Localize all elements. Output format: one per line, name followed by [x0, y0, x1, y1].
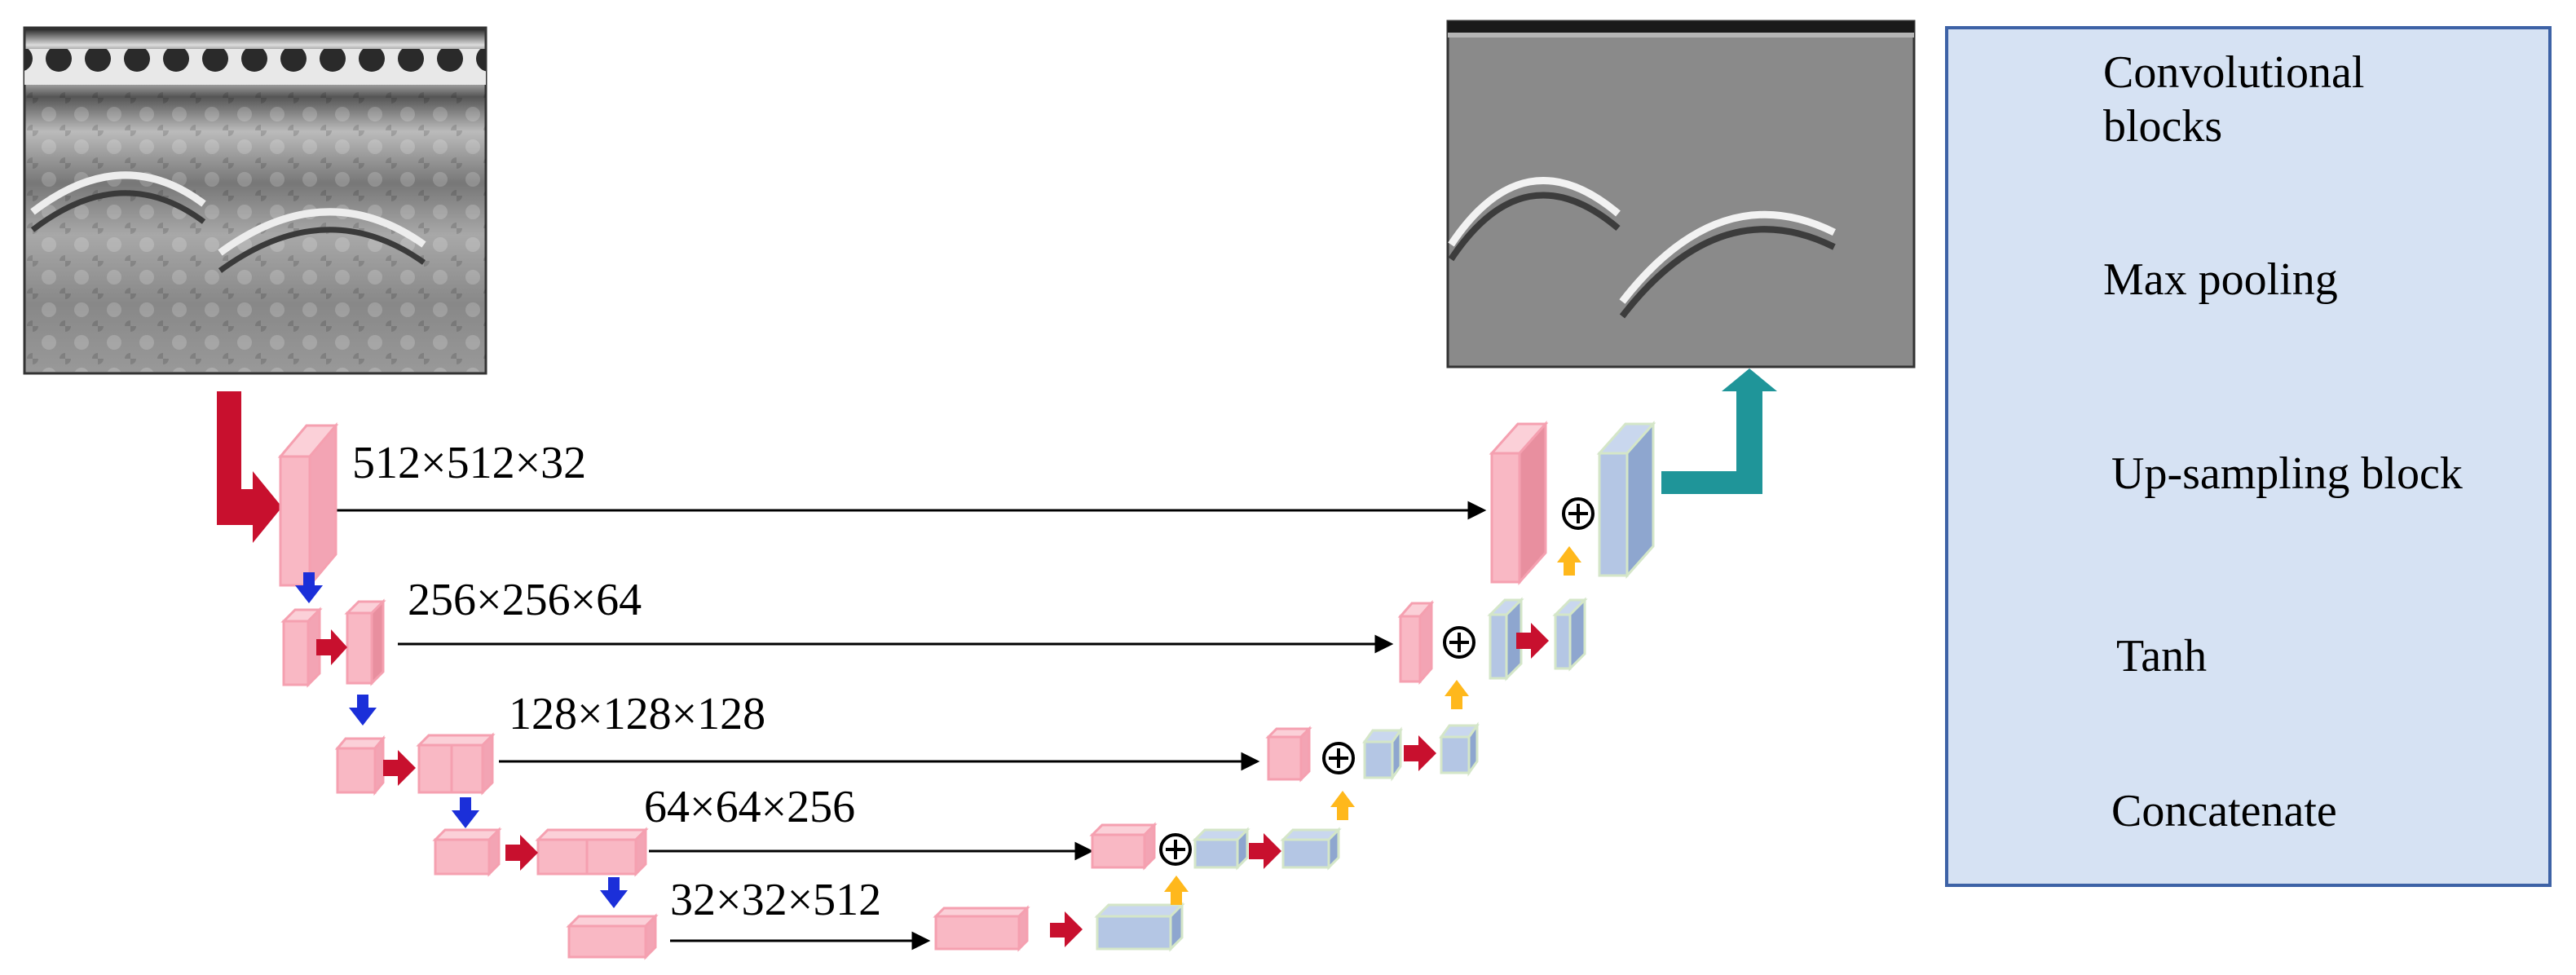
upsample-arrow: [1557, 546, 1581, 576]
maxpool-arrow: [600, 877, 628, 908]
conv-arrow: [1404, 735, 1436, 771]
encoder-block-level-4: [432, 827, 649, 877]
legend-label-convolutional-blocks: Convolutional blocks: [2103, 47, 2365, 152]
output-tanh-arrow: [1661, 368, 1777, 494]
encoder-block-level-1: [277, 421, 339, 589]
decoder-block-level-1: [1489, 421, 1656, 585]
upsample-arrows: [1164, 546, 1581, 905]
maxpool-arrow: [452, 797, 479, 828]
legend-label-concatenate: Concatenate: [2111, 786, 2337, 836]
decoder-block-level-4: [1089, 822, 1342, 871]
decoder-block-level-3: [1265, 721, 1480, 783]
conv-arrow: [505, 835, 538, 871]
concat-symbol: [1562, 497, 1595, 530]
concat-symbols: [1159, 497, 1595, 866]
legend-label-max-pooling: Max pooling: [2103, 254, 2338, 305]
maxpool-arrow: [295, 572, 323, 603]
concat-symbol: [1159, 833, 1192, 866]
decoder-block-level-2: [1397, 597, 1588, 685]
conv-arrow: [1249, 833, 1281, 869]
maxpool-arrow: [349, 695, 377, 726]
conv-arrows: [316, 623, 1549, 947]
output-gpr-image: [1446, 20, 1916, 368]
dim-label-level-4: 64×64×256: [644, 782, 856, 832]
dim-label-level-5: 32×32×512: [670, 875, 882, 925]
encoder-block-level-2: [280, 598, 386, 688]
upsample-arrow: [1445, 680, 1469, 709]
skip-line-level-3: [499, 752, 1260, 771]
conv-arrow: [1050, 911, 1083, 947]
skip-line-level-5: [670, 931, 931, 951]
upsample-arrow: [1330, 791, 1355, 820]
upsample-arrow: [1164, 876, 1189, 905]
skip-connections: [336, 501, 1487, 951]
conv-arrow: [316, 629, 347, 665]
conv-arrow: [383, 750, 416, 786]
input-conv-arrow: [217, 391, 282, 543]
concat-symbol: [1443, 626, 1475, 659]
encoder-block-level-3: [334, 732, 496, 796]
conv-arrow: [1516, 623, 1549, 659]
skip-line-level-1: [336, 501, 1487, 520]
input-gpr-image: [23, 26, 487, 375]
legend-label-up-sampling-block: Up-sampling block: [2111, 448, 2463, 499]
legend-label-tanh: Tanh: [2116, 631, 2208, 682]
dim-label-level-1: 512×512×32: [352, 438, 587, 488]
concat-symbol: [1322, 742, 1355, 774]
skip-line-level-4: [649, 841, 1094, 861]
skip-line-level-2: [398, 634, 1394, 654]
dim-label-level-2: 256×256×64: [408, 575, 642, 625]
encoder-block-level-5: [566, 913, 659, 960]
maxpool-arrows: [295, 572, 628, 908]
legend-panel: [1945, 26, 2552, 887]
dim-label-level-3: 128×128×128: [509, 689, 766, 739]
